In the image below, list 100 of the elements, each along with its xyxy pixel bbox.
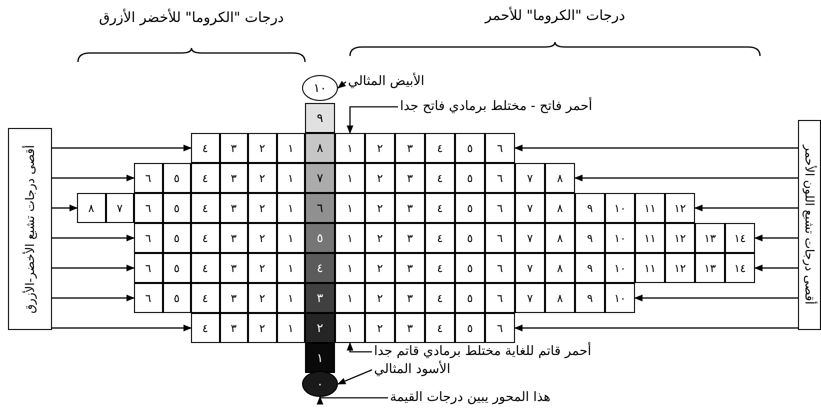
arrow bbox=[52, 264, 135, 272]
grid-cell: ٢ bbox=[365, 253, 395, 283]
grid-cell: ٢ bbox=[365, 193, 395, 223]
grid-cell: ١ bbox=[335, 223, 365, 253]
value-circle: ٠ bbox=[302, 371, 338, 397]
grid-cell: ٦ bbox=[485, 133, 515, 163]
grid-cell: ١٠ bbox=[605, 223, 635, 253]
arrow bbox=[514, 144, 798, 152]
grid-cell: ١ bbox=[335, 163, 365, 193]
grid-cell: ٧ bbox=[515, 193, 545, 223]
grid-cell: ٣ bbox=[220, 133, 248, 163]
grid-cell: ٥ bbox=[455, 313, 485, 343]
grid-cell: ١٢ bbox=[665, 253, 695, 283]
grid-cell: ٥ bbox=[455, 163, 485, 193]
grid-cell: ١١ bbox=[635, 253, 665, 283]
grid-cell: ٢ bbox=[365, 313, 395, 343]
grid-cell: ٢ bbox=[365, 223, 395, 253]
arrow bbox=[337, 369, 372, 385]
grid-cell: ١٤ bbox=[725, 253, 755, 283]
grid-cell: ١ bbox=[276, 223, 305, 253]
grid-cell: ٢ bbox=[365, 163, 395, 193]
arrow bbox=[52, 324, 192, 332]
grid-cell: ٤ bbox=[191, 163, 220, 193]
grid-cell: ١٣ bbox=[695, 253, 725, 283]
grid-cell: ٧ bbox=[106, 193, 134, 223]
grid-cell: ١١ bbox=[635, 193, 665, 223]
grid-cell: ٣ bbox=[395, 253, 425, 283]
grid-cell: ٥ bbox=[455, 223, 485, 253]
arrow bbox=[634, 294, 798, 302]
grid-cell: ٤ bbox=[425, 253, 455, 283]
grid-cell: ٧ bbox=[515, 283, 545, 313]
grid-cell: ٤ bbox=[191, 283, 220, 313]
value-cell: ٦ bbox=[305, 193, 335, 223]
arrow bbox=[52, 144, 192, 152]
grid-cell: ٣ bbox=[395, 223, 425, 253]
grid-cell: ٨ bbox=[545, 283, 575, 313]
note-text: هذا المحور يبين درجات القيمة bbox=[388, 390, 553, 406]
grid-cell: ٥ bbox=[455, 133, 485, 163]
heading: درجات "الكروما" للأحمر bbox=[483, 8, 626, 25]
grid-cell: ٣ bbox=[220, 223, 248, 253]
value-cell: ٢ bbox=[305, 313, 335, 343]
grid-cell: ٦ bbox=[485, 163, 515, 193]
grid-cell: ١ bbox=[276, 163, 305, 193]
note-text: الأبيض المثالي bbox=[346, 74, 426, 90]
grid-cell: ٨ bbox=[545, 163, 575, 193]
grid-cell: ١ bbox=[335, 283, 365, 313]
arrow bbox=[52, 294, 135, 302]
grid-cell: ٤ bbox=[191, 313, 220, 343]
grid-cell: ٧ bbox=[515, 253, 545, 283]
grid-cell: ٢ bbox=[365, 283, 395, 313]
grid-cell: ١ bbox=[276, 253, 305, 283]
grid-cell: ١ bbox=[276, 283, 305, 313]
note-text: الأسود المثالي bbox=[372, 362, 452, 378]
grid-cell: ٢ bbox=[248, 313, 276, 343]
grid-cell: ٦ bbox=[134, 163, 162, 193]
grid-cell: ٢ bbox=[248, 283, 276, 313]
note-text: أحمر قاتم للغاية مختلط برمادي قاتم جدا bbox=[372, 344, 594, 360]
grid-cell: ١ bbox=[276, 133, 305, 163]
grid-cell: ٦ bbox=[134, 223, 162, 253]
grid-cell: ٦ bbox=[485, 313, 515, 343]
grid-cell: ١٢ bbox=[665, 223, 695, 253]
value-circle: ١٠ bbox=[302, 75, 338, 101]
grid-cell: ٤ bbox=[425, 193, 455, 223]
grid-cell: ٥ bbox=[162, 223, 191, 253]
grid-cell: ٤ bbox=[191, 193, 220, 223]
grid-cell: ١٠ bbox=[605, 253, 635, 283]
grid-cell: ٣ bbox=[395, 283, 425, 313]
grid-cell: ١٣ bbox=[695, 223, 725, 253]
grid-cell: ٣ bbox=[220, 283, 248, 313]
grid-cell: ٣ bbox=[220, 253, 248, 283]
grid-cell: ٦ bbox=[485, 283, 515, 313]
value-cell: ٥ bbox=[305, 223, 335, 253]
grid-cell: ٩ bbox=[575, 193, 605, 223]
label-box: أقصى درجات تشبع اللون الأحمر bbox=[798, 120, 821, 330]
grid-cell: ١ bbox=[335, 133, 365, 163]
grid-cell: ٦ bbox=[134, 193, 162, 223]
grid-cell: ٢ bbox=[248, 193, 276, 223]
grid-cell: ٥ bbox=[455, 283, 485, 313]
grid-cell: ٥ bbox=[162, 253, 191, 283]
grid-cell: ٥ bbox=[455, 193, 485, 223]
arrow bbox=[52, 174, 135, 182]
arrow bbox=[694, 204, 798, 212]
grid-cell: ٤ bbox=[191, 223, 220, 253]
arrow bbox=[754, 264, 798, 272]
grid-cell: ٨ bbox=[545, 223, 575, 253]
grid-cell: ٨ bbox=[545, 253, 575, 283]
grid-cell: ٤ bbox=[425, 313, 455, 343]
grid-cell: ٦ bbox=[134, 283, 162, 313]
grid-cell: ٣ bbox=[395, 133, 425, 163]
grid-cell: ١ bbox=[335, 253, 365, 283]
grid-cell: ١٤ bbox=[725, 223, 755, 253]
grid-cell: ٣ bbox=[395, 193, 425, 223]
grid-cell: ٦ bbox=[134, 253, 162, 283]
grid-cell: ٢ bbox=[365, 133, 395, 163]
grid-cell: ٦ bbox=[485, 193, 515, 223]
value-cell: ٨ bbox=[305, 133, 335, 163]
grid-cell: ١ bbox=[276, 313, 305, 343]
grid-cell: ٩ bbox=[575, 283, 605, 313]
grid-cell: ١ bbox=[335, 313, 365, 343]
arrow bbox=[346, 342, 372, 352]
